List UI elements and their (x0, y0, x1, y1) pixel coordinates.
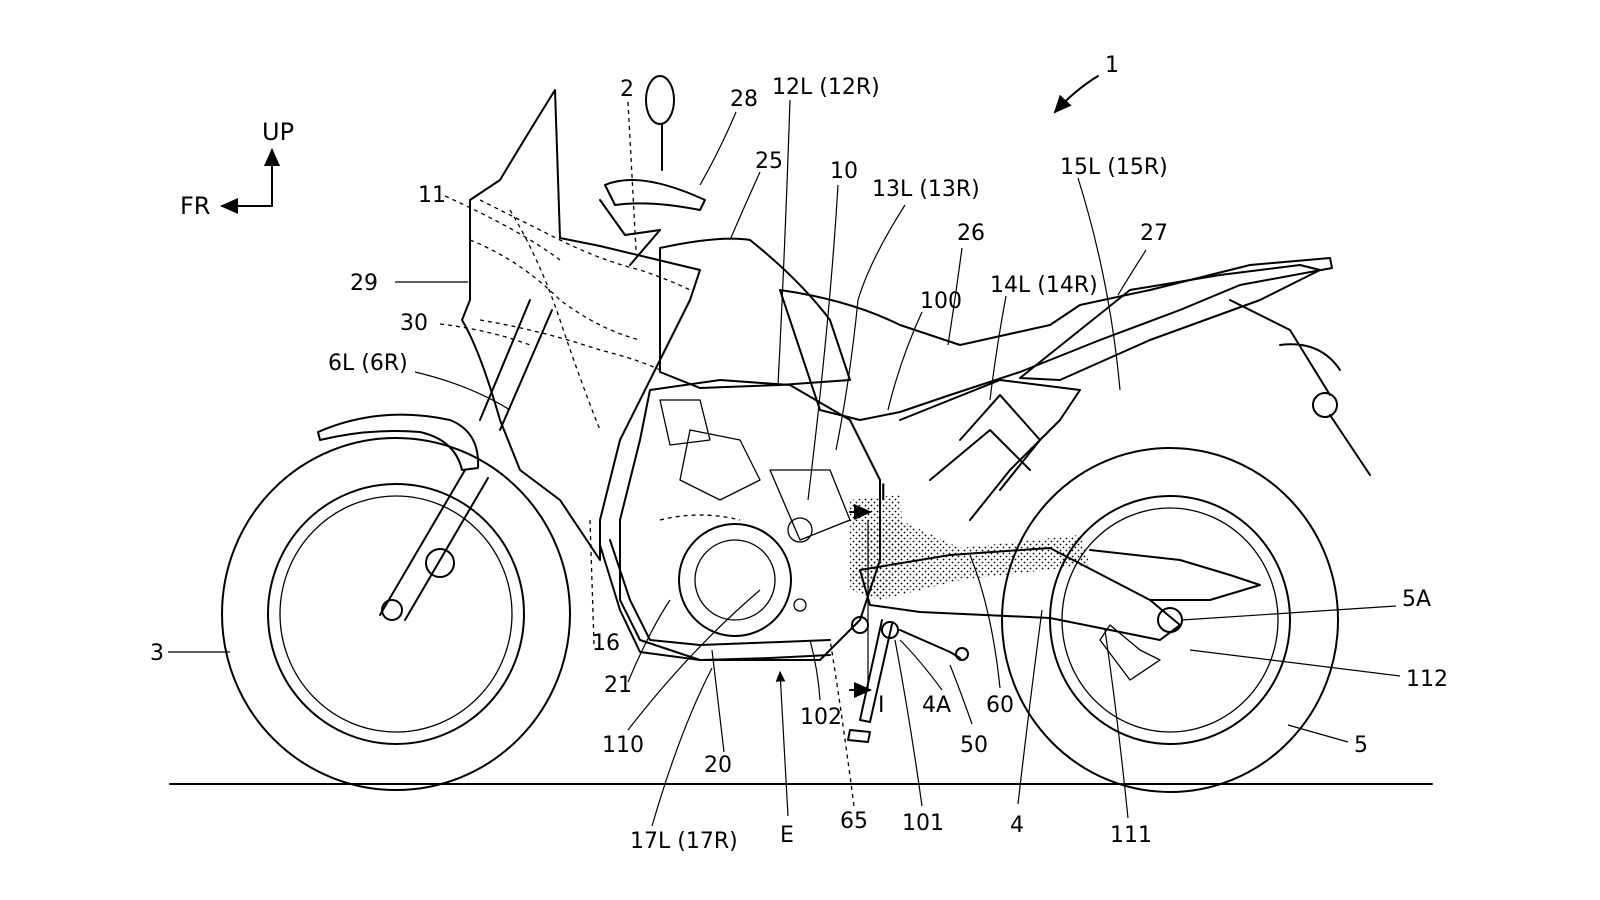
part-label-16: 16 (592, 631, 620, 656)
part-label-5a: 5A (1402, 587, 1431, 612)
svg-text:1: 1 (1105, 53, 1119, 78)
leader-lines (168, 99, 1401, 827)
rear-subframe (899, 379, 1081, 521)
exhaust-pipe (599, 539, 831, 661)
part-label-11: 11 (418, 183, 446, 208)
rear-wheel (1001, 447, 1339, 793)
chain-guard (1089, 549, 1261, 601)
fuel-tank (659, 237, 851, 389)
part-label-21: 21 (604, 673, 632, 698)
part-label-13: 13L (13R) (872, 177, 980, 202)
part-label-3: 3 (150, 641, 164, 666)
part-label-4a: 4A (922, 693, 951, 718)
part-label-112: 112 (1406, 667, 1448, 692)
part-label-100: 100 (920, 289, 962, 314)
rear-rack (1019, 264, 1371, 476)
part-label-5: 5 (1354, 733, 1368, 758)
section-label-top: I (880, 481, 887, 506)
part-label-6: 6L (6R) (328, 351, 408, 376)
part-label-26: 26 (957, 221, 985, 246)
part-label-111: 111 (1110, 823, 1152, 848)
seat (779, 257, 1333, 421)
part-label-102: 102 (800, 705, 842, 730)
part-label-15: 15L (15R) (1060, 155, 1168, 180)
part-label-17: 17L (17R) (630, 829, 738, 854)
handlebar (599, 75, 706, 266)
part-label-20: 20 (704, 753, 732, 778)
part-label-28: 2 (620, 77, 634, 102)
part-label-10: 10 (830, 159, 858, 184)
front-fork (379, 299, 553, 621)
direction-up-label: UP (262, 118, 294, 146)
part-label-29: 29 (350, 271, 378, 296)
part-label-14: 14L (14R) (990, 273, 1098, 298)
part-label-2: 28 (730, 87, 758, 112)
side-stand (847, 616, 969, 743)
part-label-4: 4 (1010, 813, 1024, 838)
part-label-65: 65 (840, 809, 868, 834)
part-label-e: E (780, 823, 794, 848)
part-label-60: 60 (986, 693, 1014, 718)
part-label-30: 30 (400, 311, 428, 336)
pivot-area (850, 495, 905, 600)
section-label-bottom: I (878, 693, 885, 718)
engine (619, 379, 881, 661)
part-label-110: 110 (602, 733, 644, 758)
front-fairing (461, 89, 701, 561)
section-line (849, 504, 872, 698)
front-fender (317, 413, 480, 471)
part-label-50: 50 (960, 733, 988, 758)
direction-front-label: FR (180, 192, 210, 220)
part-label-101: 101 (902, 811, 944, 836)
part-label-27: 27 (1140, 221, 1168, 246)
front-wheel (221, 437, 571, 791)
part-label-12: 12L (12R) (772, 75, 880, 100)
part-labels: 2 28 12L (12R) 25 10 13L (13R) 15L (15R)… (150, 75, 1448, 854)
part-label-25: 25 (755, 149, 783, 174)
reference-numeral: 1 (1053, 53, 1119, 114)
direction-indicator: UP FR (180, 118, 294, 220)
